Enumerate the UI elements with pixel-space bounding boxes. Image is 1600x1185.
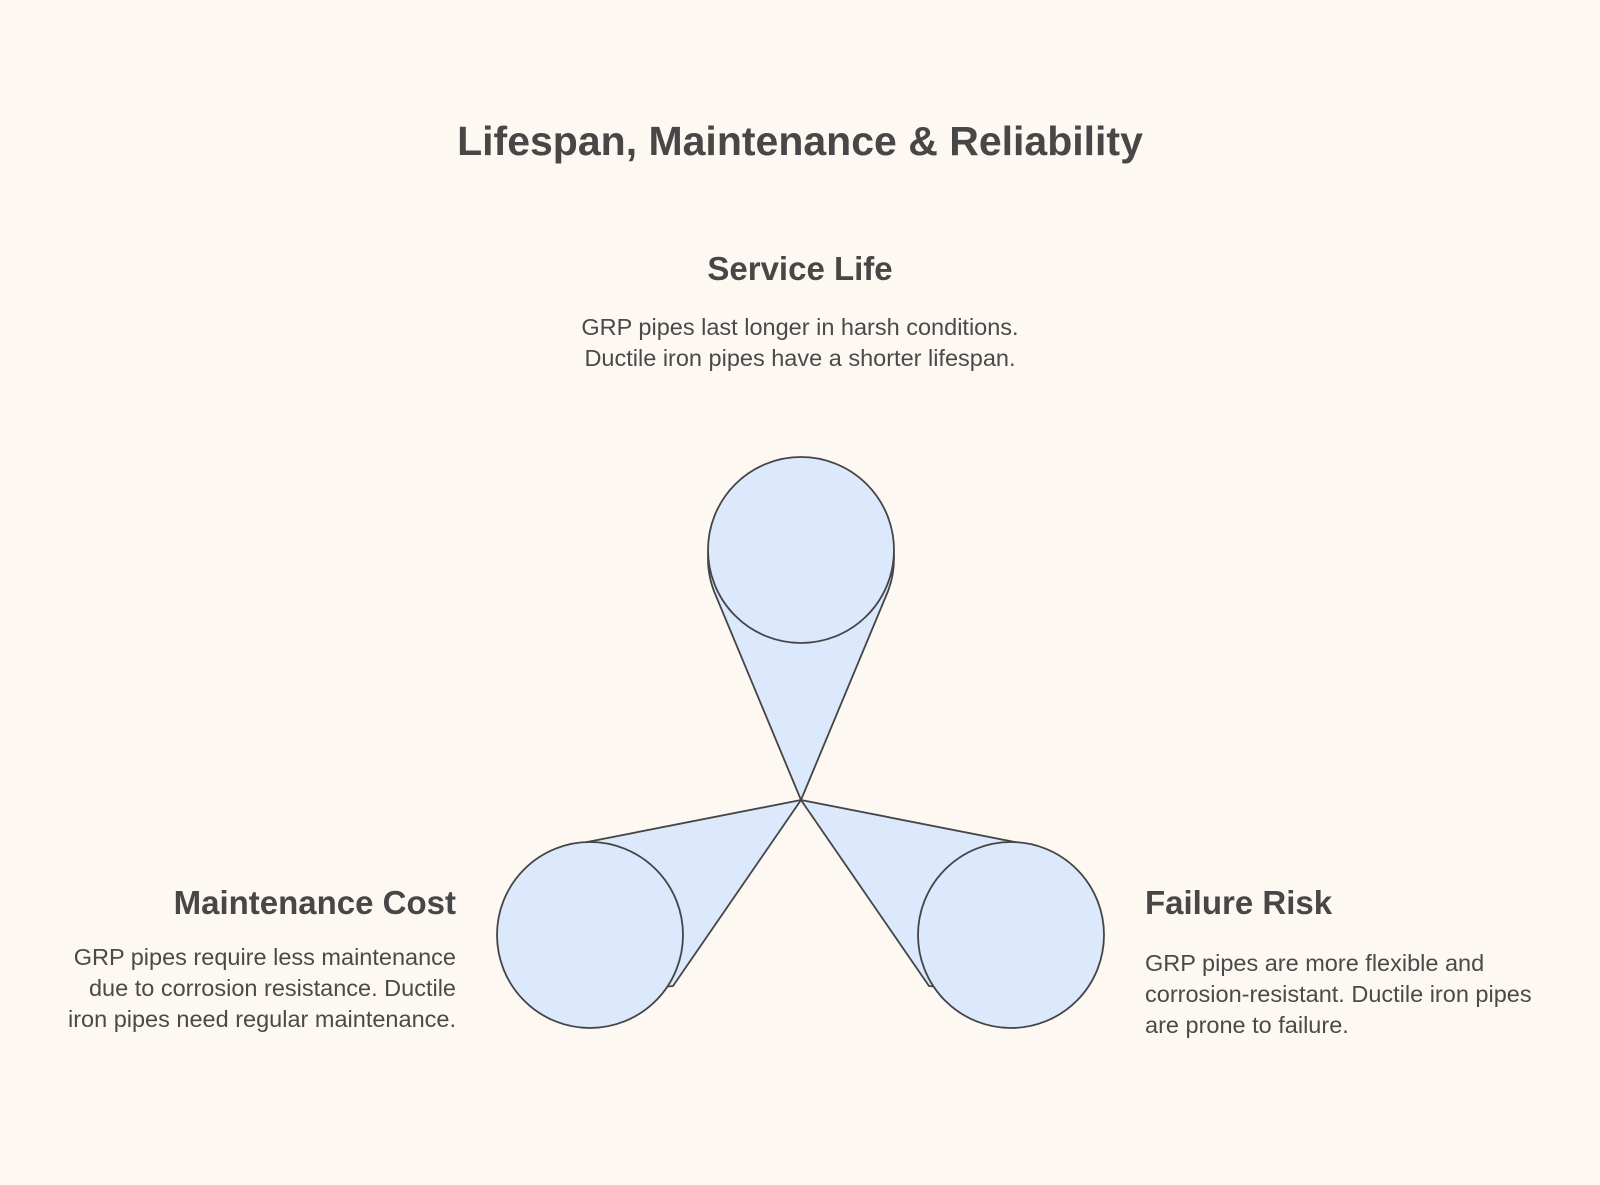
diagram-title: Lifespan, Maintenance & Reliability (457, 118, 1143, 164)
node-description: GRP pipes last longer in harsh condition… (581, 314, 1019, 371)
pin-service-life (707, 456, 895, 801)
node-description: GRP pipes require less maintenance due t… (67, 944, 456, 1032)
node-circle-maintenance-cost (496, 841, 684, 1029)
pin-failure-risk (800, 799, 1105, 1029)
node-maintenance-cost: Maintenance Cost GRP pipes require less … (60, 884, 456, 1035)
pin-maintenance-cost (496, 799, 802, 1029)
node-heading: Failure Risk (1145, 884, 1333, 921)
node-circle-failure-risk (917, 841, 1105, 1029)
node-description: GRP pipes are more flexible and corrosio… (1145, 950, 1532, 1038)
node-heading: Service Life (707, 250, 893, 287)
node-circle-service-life (707, 456, 895, 644)
node-failure-risk: Failure Risk GRP pipes are more flexible… (1145, 884, 1565, 1041)
node-service-life: Service Life GRP pipes last longer in ha… (560, 250, 1040, 374)
node-heading: Maintenance Cost (173, 884, 456, 921)
